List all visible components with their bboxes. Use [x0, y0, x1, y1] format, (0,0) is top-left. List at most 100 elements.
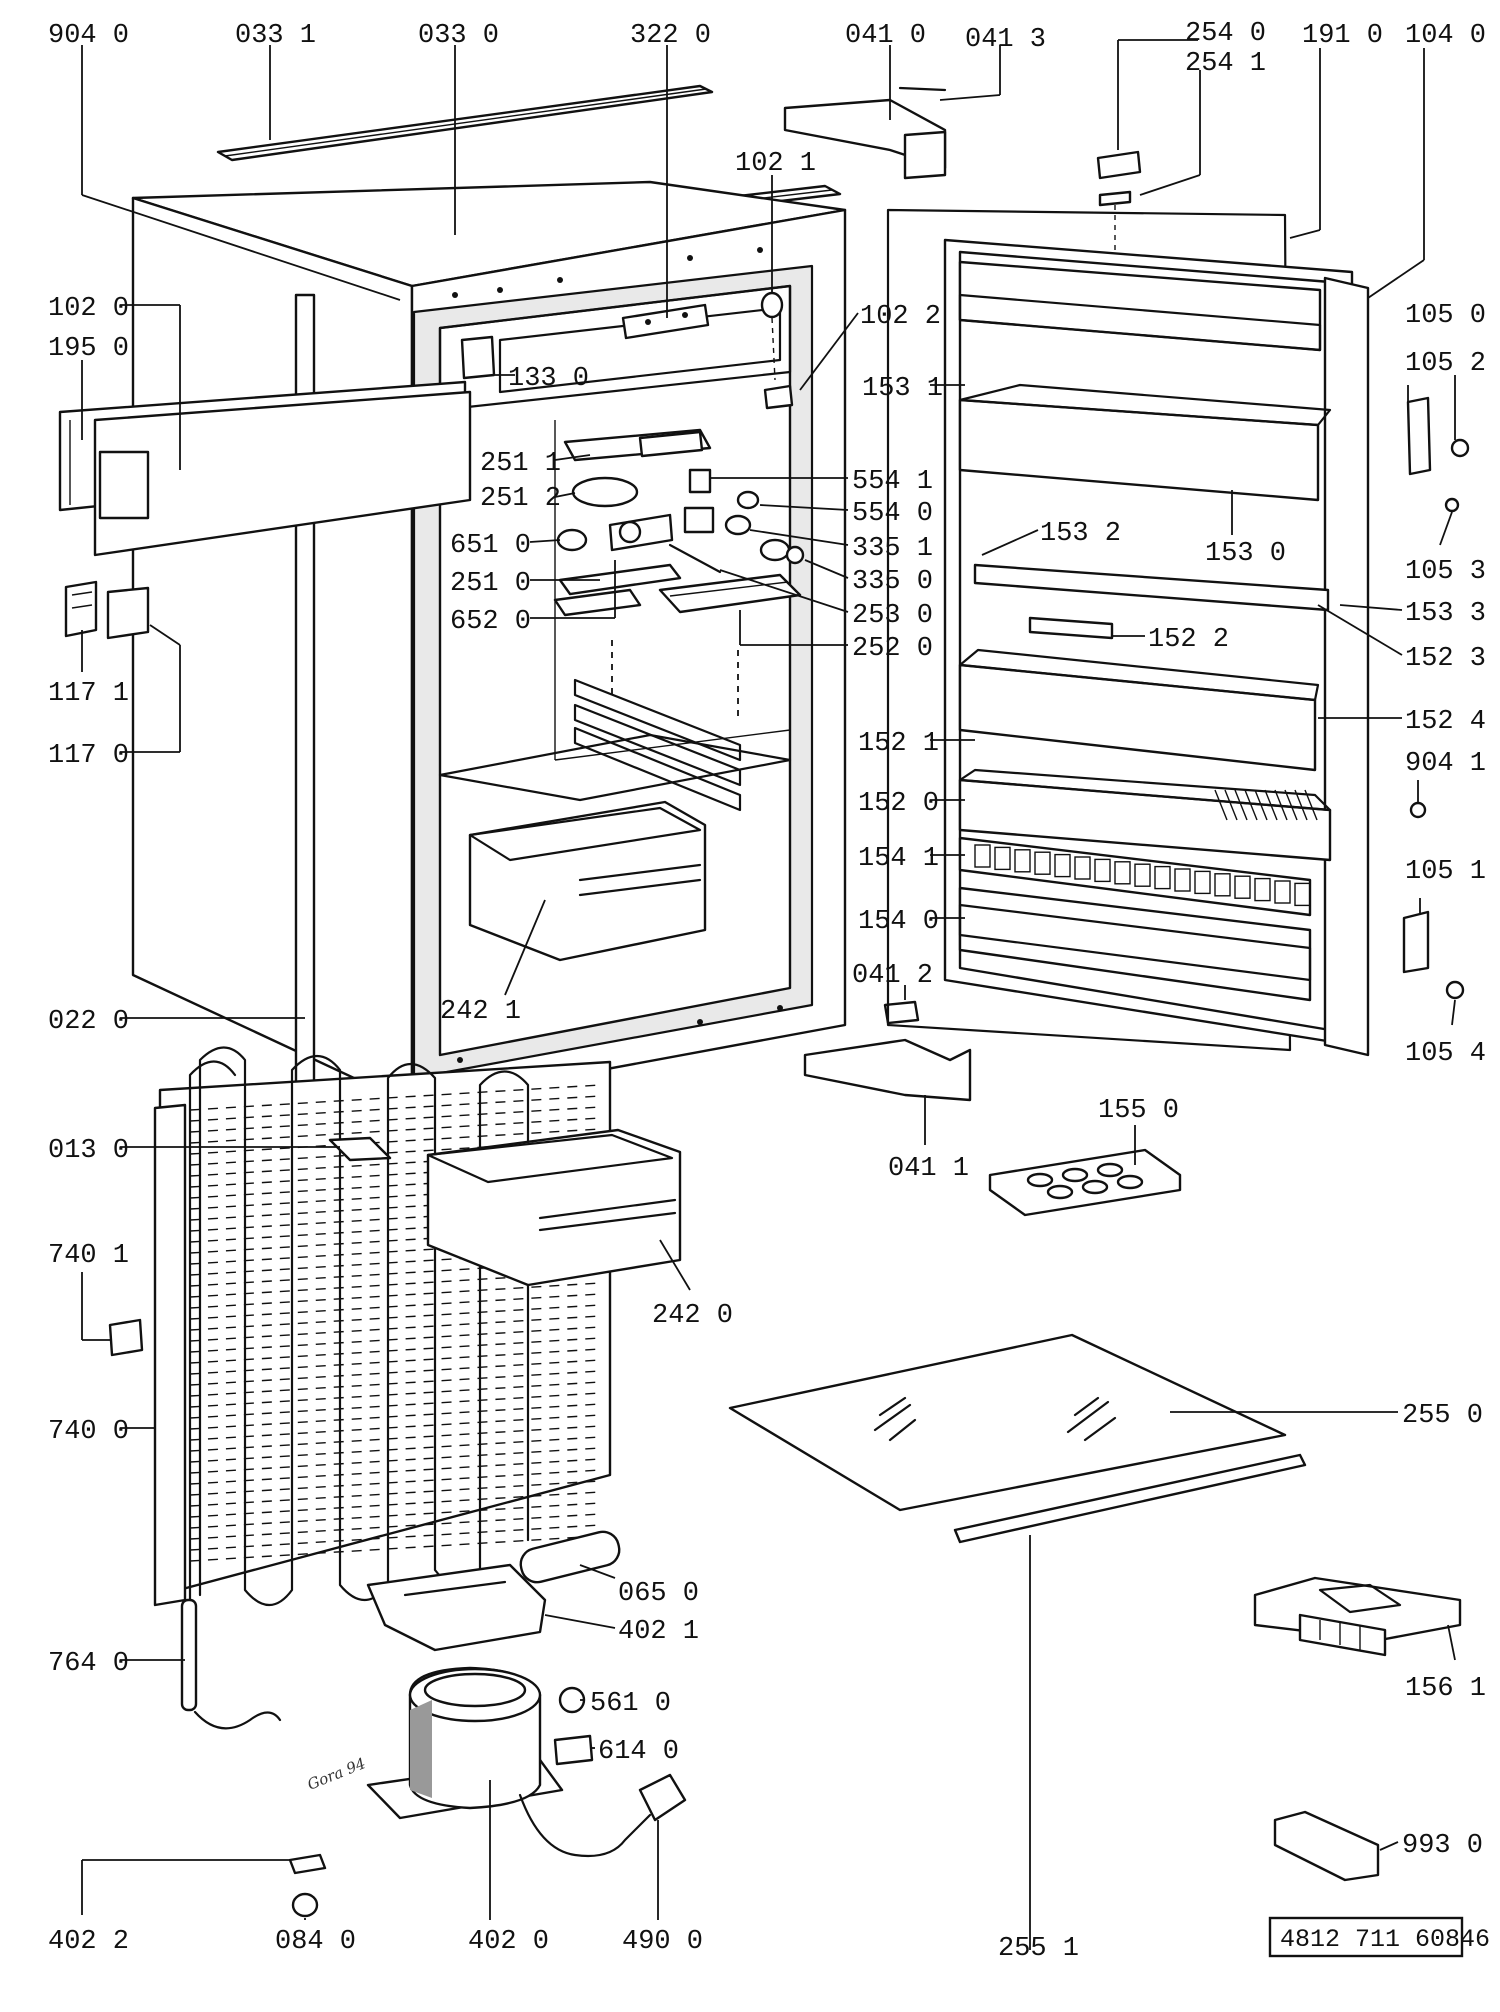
clip-1171: [64, 580, 98, 638]
label-1521: 152 1: [858, 729, 939, 759]
label-1170: 117 0: [48, 741, 129, 771]
label-9040: 904 0: [48, 21, 129, 51]
starter-6140: [553, 1734, 594, 1766]
label-1520: 152 0: [858, 789, 939, 819]
screw-1054: [1445, 980, 1465, 1000]
label-1540: 154 0: [858, 907, 939, 937]
knob-6510: [556, 528, 588, 552]
clip-4022: [288, 1853, 327, 1875]
label-0840: 084 0: [275, 1927, 356, 1957]
thermostat-panel: [58, 380, 472, 557]
sensor-3351: [724, 514, 752, 536]
capillary-7640: [180, 1598, 282, 1730]
label-1330: 133 0: [508, 364, 589, 394]
filter-dryer: [519, 1530, 621, 1584]
crisper-drawer-upper: [468, 800, 707, 962]
label-1050: 105 0: [1405, 301, 1486, 331]
clip-1170: [106, 586, 150, 640]
label-1950: 195 0: [48, 334, 129, 364]
label-3351: 335 1: [852, 534, 933, 564]
label-2541: 254 1: [1185, 49, 1266, 79]
hinge-cover-2540: [1096, 150, 1142, 180]
label-1040: 104 0: [1405, 21, 1486, 51]
label-6140: 614 0: [598, 1737, 679, 1767]
bulb-5540: [736, 490, 760, 510]
label-6520: 652 0: [450, 607, 531, 637]
compressor: [366, 1666, 564, 1820]
label-0330: 033 0: [418, 21, 499, 51]
label-0413: 041 3: [965, 25, 1046, 55]
clip-7401: [108, 1318, 144, 1357]
label-0130: 013 0: [48, 1136, 129, 1166]
label-1531: 153 1: [862, 374, 943, 404]
power-cable: [518, 1773, 687, 1858]
label-7640: 764 0: [48, 1649, 129, 1679]
label-6510: 651 0: [450, 531, 531, 561]
label-3220: 322 0: [630, 21, 711, 51]
compressor-bracket: [366, 1563, 547, 1652]
label-1530: 153 0: [1205, 539, 1286, 569]
part-1022: [763, 384, 794, 410]
bracket-0130: [328, 1136, 392, 1162]
label-1052: 105 2: [1405, 349, 1486, 379]
egg-shelf-cells: [974, 844, 1311, 907]
shelf-trim-2551: [953, 1453, 1307, 1544]
document-number-box: 4812 711 60846: [1268, 1916, 1490, 1958]
label-0650: 065 0: [618, 1579, 699, 1609]
label-1522: 152 2: [1148, 625, 1229, 655]
part-number-labels: 904 0 033 1 033 0 322 0 041 0 041 3 254 …: [48, 19, 1486, 1964]
cover-2510: [558, 563, 682, 596]
label-2551: 255 1: [998, 1934, 1079, 1964]
label-5541: 554 1: [852, 467, 933, 497]
label-2511: 251 1: [480, 449, 561, 479]
switch-5541: [688, 468, 712, 494]
label-2512: 251 2: [480, 484, 561, 514]
door: [886, 208, 1370, 1057]
screw-1053: [1444, 497, 1460, 513]
label-1051: 105 1: [1405, 857, 1486, 887]
label-7400: 740 0: [48, 1417, 129, 1447]
ice-tray: [1253, 1576, 1462, 1657]
document-number: 4812 711 60846: [1280, 1925, 1490, 1954]
label-5610: 561 0: [590, 1689, 671, 1719]
tray-grid: [1214, 789, 1318, 821]
label-2550: 255 0: [1402, 1401, 1483, 1431]
label-2421: 242 1: [440, 997, 521, 1027]
label-0220: 022 0: [48, 1007, 129, 1037]
hinge-plate-1051: [1402, 910, 1430, 974]
label-0410: 041 0: [845, 21, 926, 51]
signature: Gora 94: [305, 1754, 368, 1794]
nut-9041: [1409, 801, 1427, 819]
label-3350: 335 0: [852, 567, 933, 597]
label-1020: 102 0: [48, 294, 129, 324]
label-0412: 041 2: [852, 961, 933, 991]
label-1561: 156 1: [1405, 1674, 1486, 1704]
label-1910: 191 0: [1302, 21, 1383, 51]
hinge-plate-1050: [1406, 396, 1432, 476]
label-1523: 152 3: [1405, 644, 1486, 674]
label-1021: 102 1: [735, 149, 816, 179]
label-1532: 153 2: [1040, 519, 1121, 549]
glass-shelf: [728, 1333, 1287, 1512]
label-2520: 252 0: [852, 634, 933, 664]
label-1171: 117 1: [48, 679, 129, 709]
label-2530: 253 0: [852, 601, 933, 631]
label-1524: 152 4: [1405, 707, 1486, 737]
hinge-cap-2541: [1098, 190, 1132, 250]
label-0411: 041 1: [888, 1154, 969, 1184]
label-1533: 153 3: [1405, 599, 1486, 629]
label-2510: 251 0: [450, 569, 531, 599]
label-1054: 105 4: [1405, 1039, 1486, 1069]
condenser: [153, 1046, 612, 1607]
label-9041: 904 1: [1405, 749, 1486, 779]
label-5540: 554 0: [852, 499, 933, 529]
label-4022: 402 2: [48, 1927, 129, 1957]
label-4020: 402 0: [468, 1927, 549, 1957]
leader-lines: [81, 39, 1456, 1950]
screw-1052: [1450, 438, 1470, 458]
label-1022: 102 2: [860, 302, 941, 332]
rod-2530: [668, 543, 722, 574]
bottom-hinge: [803, 1000, 972, 1102]
label-4900: 490 0: [622, 1927, 703, 1957]
